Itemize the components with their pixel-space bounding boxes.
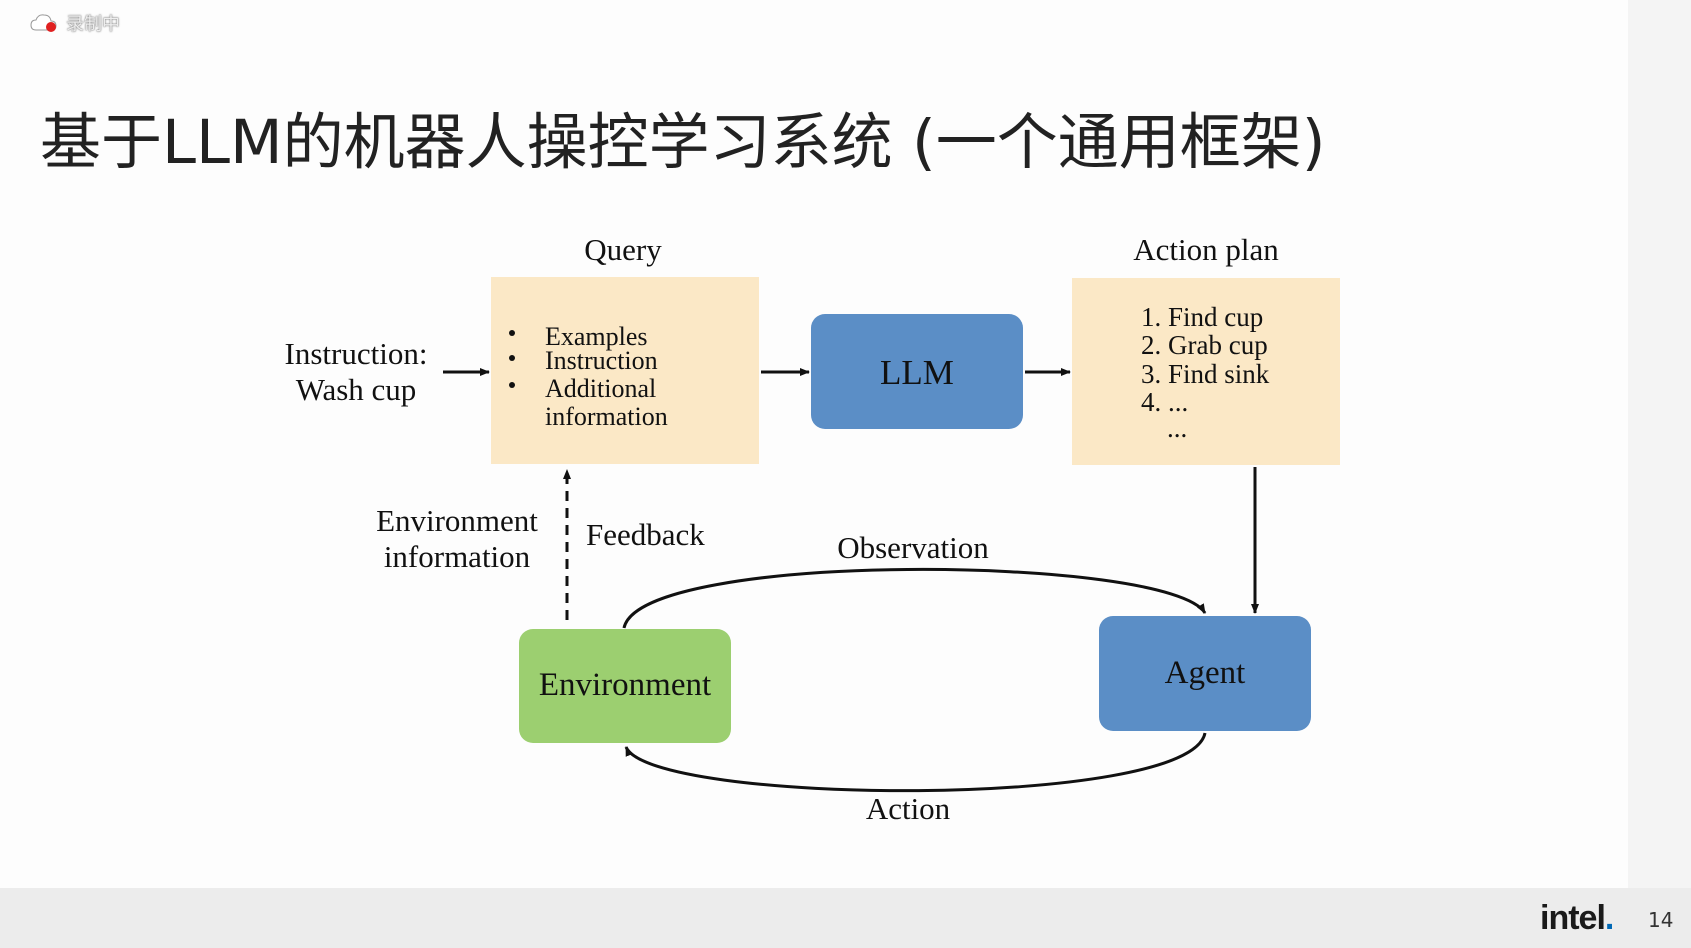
feedback-label: Feedback [586, 517, 705, 552]
slide-title: 基于LLM的机器人操控学习系统 (一个通用框架) [40, 107, 1326, 178]
recording-label: 录制中 [66, 14, 120, 35]
page-number: 14 [1648, 908, 1674, 932]
action-plan-box [1072, 278, 1340, 465]
query-item: Instruction [545, 346, 658, 375]
plan-item: 4. ... [1141, 387, 1188, 417]
observation-arrow [622, 567, 1207, 629]
action-arrow [624, 732, 1207, 793]
llm-label: LLM [880, 353, 954, 392]
environment-label: Environment [539, 667, 711, 703]
plan-item: 3. Find sink [1141, 359, 1270, 389]
observation-label: Observation [837, 530, 989, 565]
intel-logo-text: intel [1540, 899, 1606, 937]
right-margin-strip [1628, 0, 1691, 888]
slide-background [0, 0, 1628, 888]
intel-logo-dot: . [1604, 899, 1615, 937]
environment-box [519, 629, 731, 743]
bullet-icon [509, 355, 515, 361]
llm-robot-framework-diagram: Query Action plan Instruction: Wash cup … [285, 232, 1340, 826]
plan-item: 2. Grab cup [1141, 330, 1268, 360]
query-box [491, 277, 759, 464]
action-plan-header: Action plan [1133, 232, 1279, 267]
agent-label: Agent [1165, 655, 1246, 691]
environment-info-label: information [384, 539, 531, 574]
plan-item: 1. Find cup [1141, 302, 1263, 332]
action-label: Action [866, 791, 951, 826]
bullet-icon [509, 330, 515, 336]
instruction-value: Wash cup [296, 372, 417, 407]
bullet-icon [509, 382, 515, 388]
query-item: Additional [545, 374, 656, 403]
llm-box [811, 314, 1023, 429]
query-item: information [545, 402, 668, 431]
plan-item: ... [1167, 413, 1187, 443]
query-item: Examples [545, 322, 648, 351]
query-header: Query [584, 232, 662, 267]
cloud-record-icon [30, 12, 60, 34]
agent-box [1099, 616, 1311, 731]
intel-logo: intel. [1540, 899, 1615, 938]
environment-info-label: Environment [376, 503, 538, 538]
instruction-label: Instruction: [285, 336, 428, 371]
slide-footer [0, 888, 1691, 948]
recording-indicator: 录制中 [30, 10, 120, 36]
